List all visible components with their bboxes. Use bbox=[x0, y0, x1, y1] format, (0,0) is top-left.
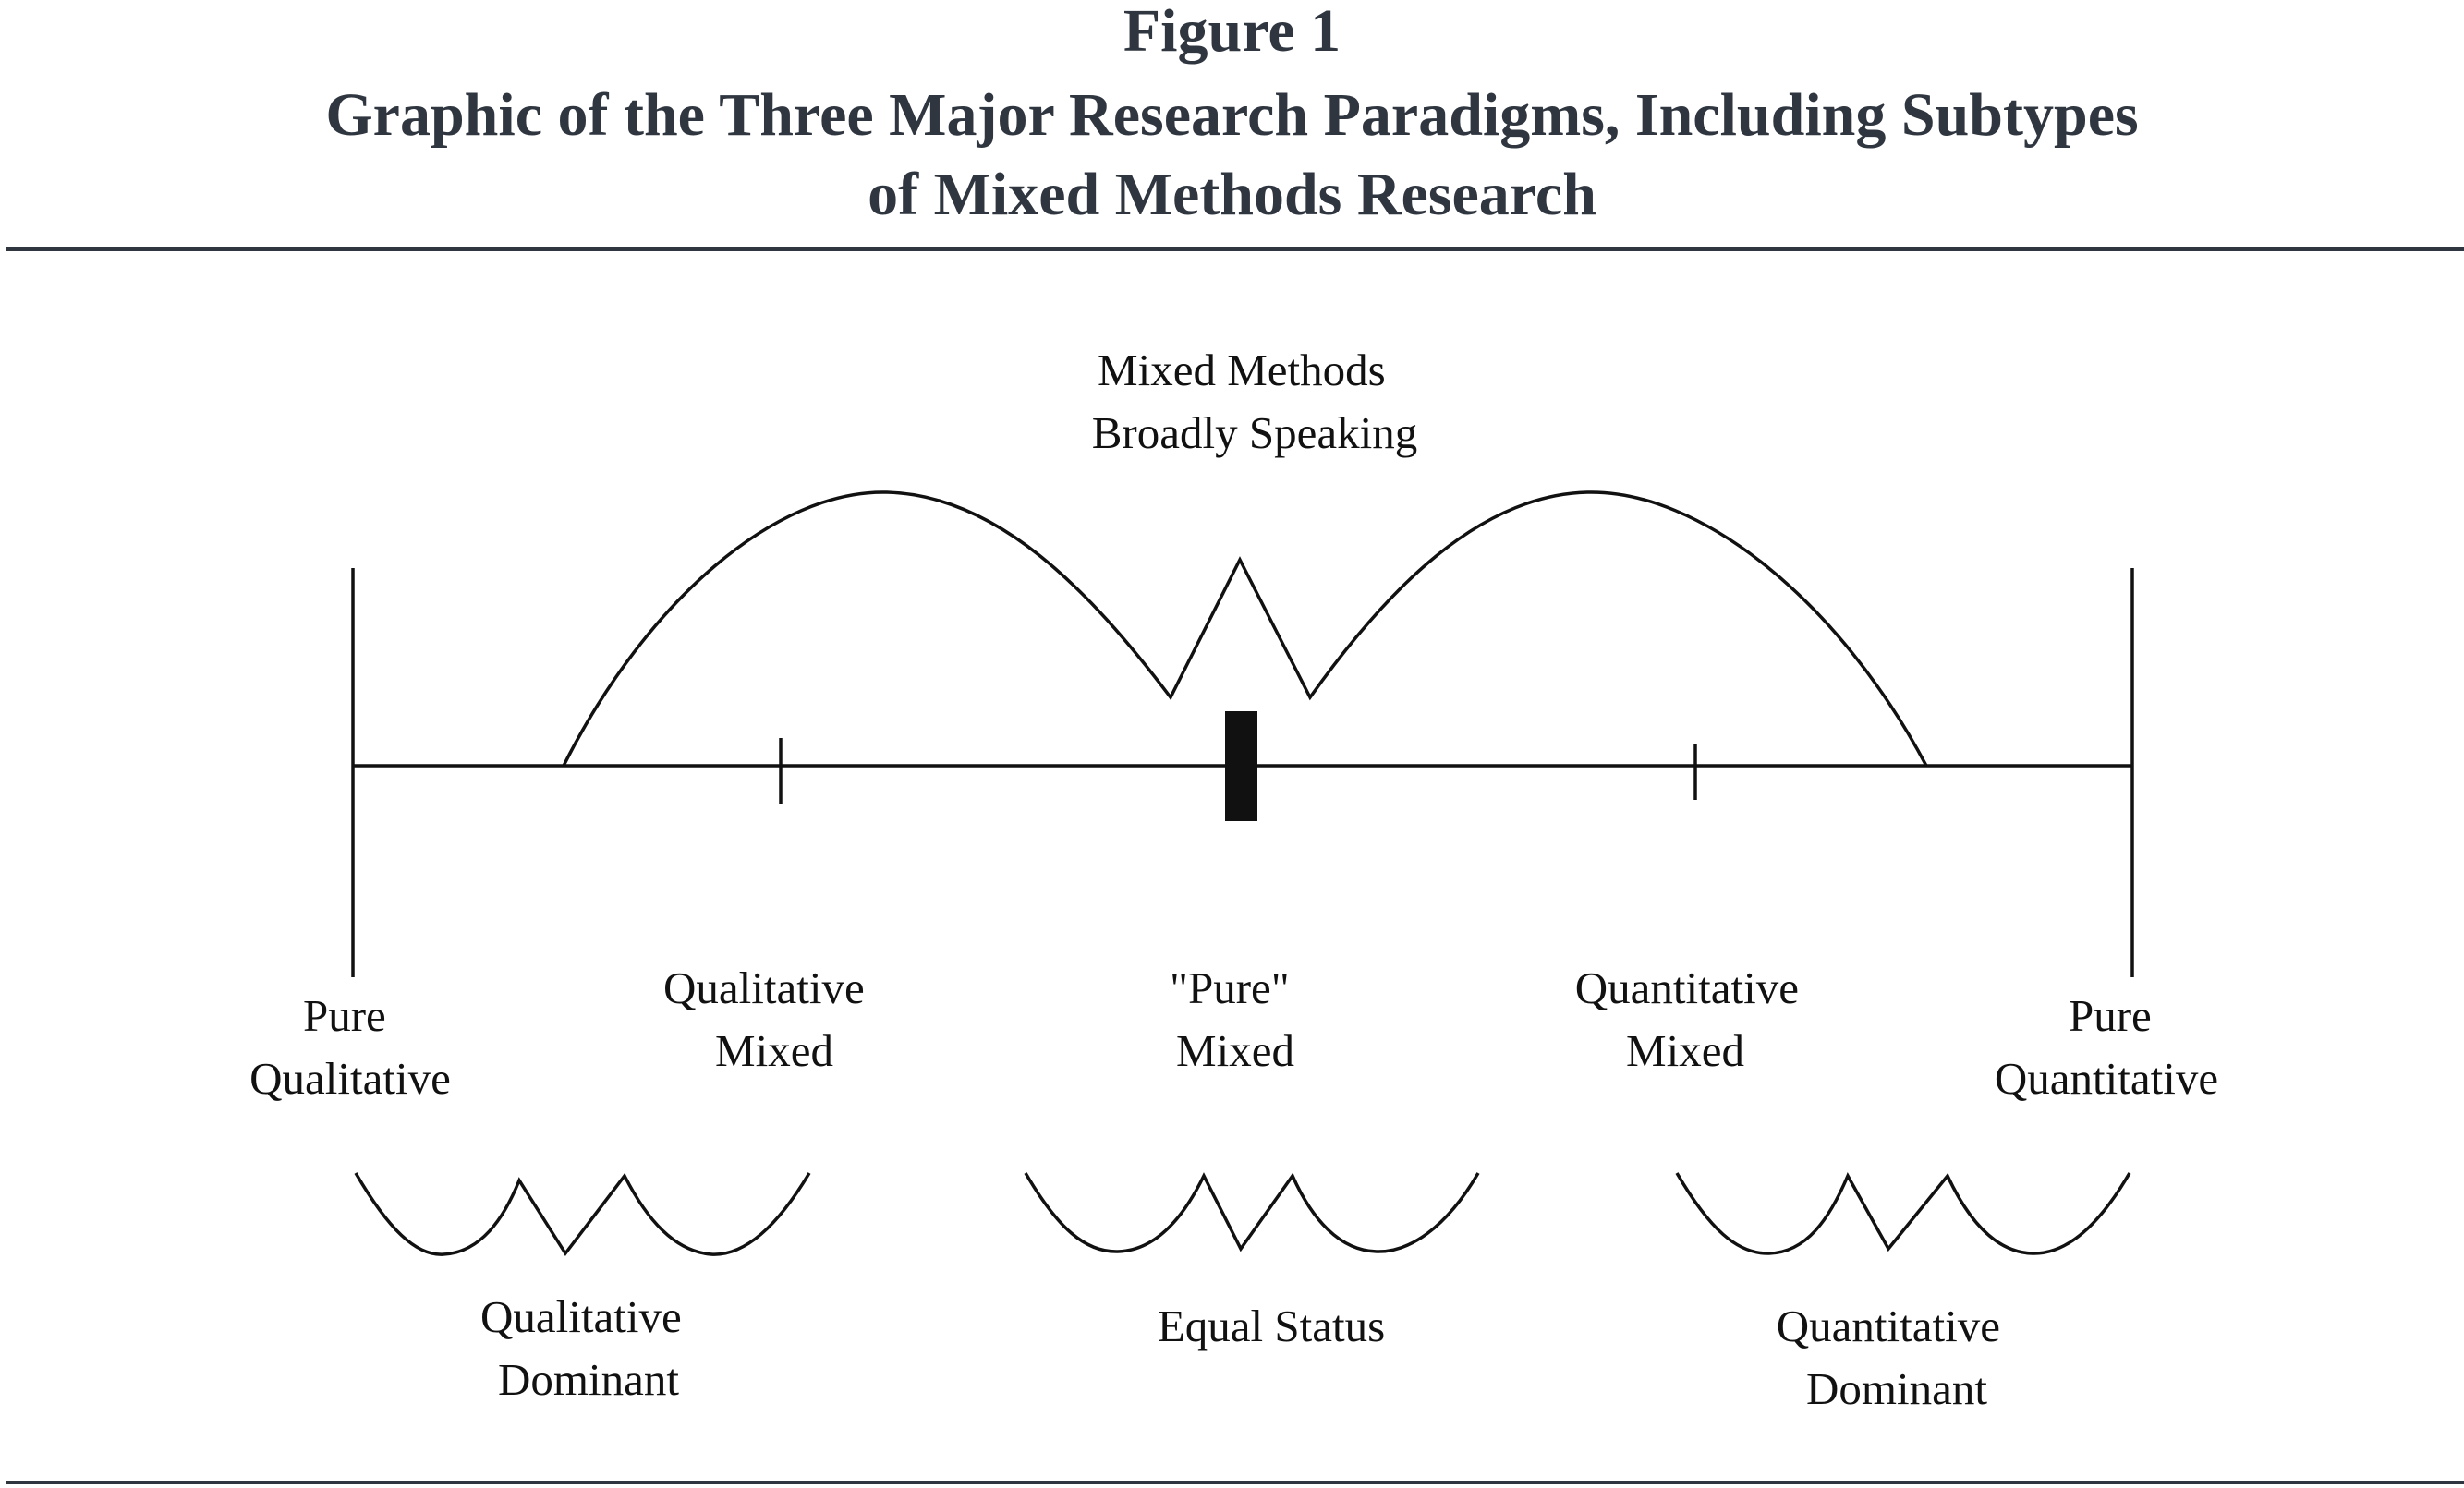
quantitative-dominant-line-1: Quantitative bbox=[1777, 1300, 2000, 1351]
pure-qualitative-line-2: Qualitative bbox=[249, 1053, 451, 1104]
pure-qualitative-line-1: Pure bbox=[303, 990, 386, 1041]
quantitative-mixed-line-2: Mixed bbox=[1626, 1025, 1744, 1076]
quantitative-dominant-label: Quantitative Dominant bbox=[1777, 1300, 2011, 1414]
qualitative-mixed-line-1: Qualitative bbox=[663, 962, 865, 1013]
pure-mixed-line-2: Mixed bbox=[1176, 1025, 1294, 1076]
equal-status-line-1: Equal Status bbox=[1158, 1300, 1385, 1351]
equal-status-arcs bbox=[1024, 1172, 1480, 1253]
figure-title: Graphic of the Three Major Research Para… bbox=[0, 76, 2464, 235]
qualitative-dominant-arcs bbox=[354, 1172, 811, 1257]
qualitative-dominant-line-2: Dominant bbox=[498, 1354, 679, 1405]
top-label-line-2: Broadly Speaking bbox=[1092, 407, 1417, 458]
pure-mixed-label: "Pure" Mixed bbox=[1170, 962, 1301, 1076]
pure-mixed-marker bbox=[1225, 711, 1257, 821]
top-label: Mixed Methods Broadly Speaking bbox=[1092, 345, 1417, 458]
qualitative-mixed-label: Qualitative Mixed bbox=[663, 962, 876, 1076]
bottom-rule bbox=[6, 1481, 2464, 1484]
pure-quantitative-line-2: Quantitative bbox=[1995, 1053, 2218, 1104]
qualitative-dominant-label: Qualitative Dominant bbox=[480, 1291, 693, 1405]
pure-mixed-line-1: "Pure" bbox=[1170, 962, 1290, 1013]
qualitative-dominant-line-1: Qualitative bbox=[480, 1291, 682, 1342]
qualitative-mixed-line-2: Mixed bbox=[715, 1025, 833, 1076]
mixed-methods-broad-arch bbox=[562, 490, 1928, 767]
quantitative-dominant-arcs bbox=[1675, 1172, 2131, 1255]
top-label-line-1: Mixed Methods bbox=[1098, 345, 1386, 395]
figure-title-line-1: Graphic of the Three Major Research Para… bbox=[325, 81, 2139, 149]
top-rule bbox=[6, 247, 2464, 251]
quantitative-mixed-line-1: Quantitative bbox=[1575, 962, 1799, 1013]
pure-qualitative-label: Pure Qualitative bbox=[249, 990, 451, 1104]
figure-number: Figure 1 bbox=[1123, 0, 1341, 65]
pure-quantitative-label: Pure Quantitative bbox=[1995, 990, 2218, 1104]
quantitative-mixed-label: Quantitative Mixed bbox=[1575, 962, 1810, 1076]
quantitative-dominant-line-2: Dominant bbox=[1806, 1363, 1987, 1414]
figure-title-line-2: of Mixed Methods Research bbox=[868, 161, 1596, 228]
pure-quantitative-line-1: Pure bbox=[2069, 990, 2152, 1041]
equal-status-label: Equal Status bbox=[1158, 1300, 1385, 1351]
